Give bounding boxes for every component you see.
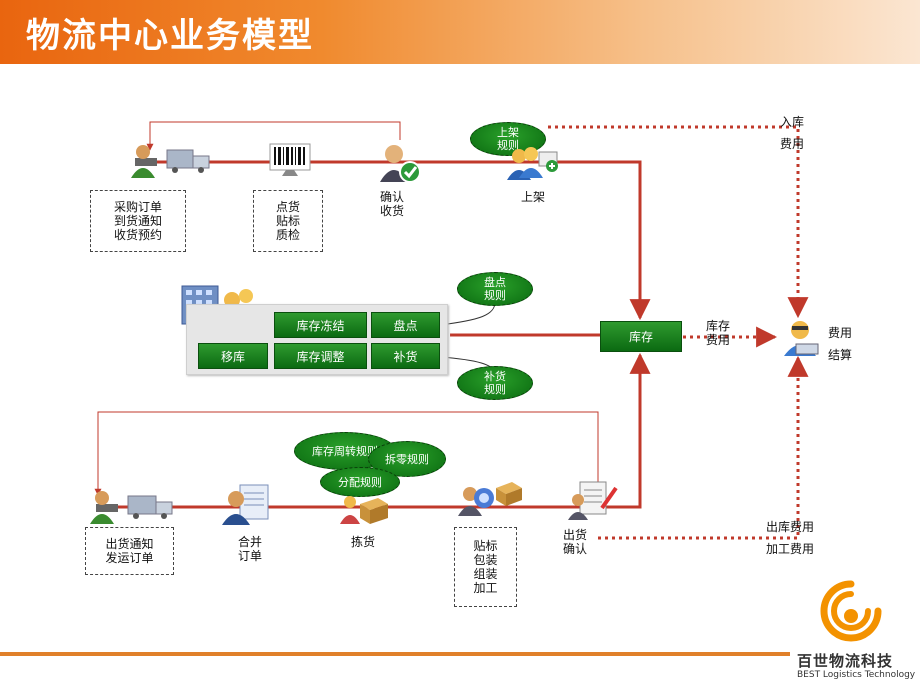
replenish-rule-ellipse: 补货 规则 [457, 366, 533, 400]
count-rule-ellipse: 盘点 规则 [457, 272, 533, 306]
confirm-receipt-line2: 收货 [379, 204, 404, 218]
merge-orders-icon [222, 483, 274, 525]
replenish-box: 补货 [371, 343, 440, 369]
inbound-fee-label: 入库 费用 [776, 111, 808, 155]
inbound-flow-line [150, 160, 651, 321]
merge-orders-line2: 订单 [237, 549, 262, 563]
stock-box: 库存 [600, 321, 682, 352]
inbound-doc-2: 到货通知 [113, 214, 162, 228]
outbound-return-line [94, 411, 599, 496]
inbound-doc-1: 采购订单 [113, 200, 162, 214]
replenish-rule-line1: 补货 [484, 370, 506, 383]
stock-fee-line2: 费用 [705, 333, 730, 347]
confirm-receipt-label: 确认 收货 [374, 190, 410, 218]
outbound-doc-2: 发运订单 [105, 551, 154, 565]
outbound-docs-box: 出货通知 发运订单 [85, 527, 174, 575]
inbound-doc-3: 收货预约 [113, 228, 162, 242]
logo-text-cn: 百世物流科技 [797, 652, 894, 670]
page-title: 物流中心业务模型 [26, 16, 314, 56]
packing-icon [456, 480, 524, 518]
count-rule-line1: 盘点 [484, 276, 506, 289]
receiver-person-icon [125, 140, 213, 180]
allocation-rule-ellipse: 分配规则 [320, 467, 400, 497]
outbound-fee-label: 出库费用 加工费用 [764, 516, 816, 560]
packing-step-2: 包装 [473, 553, 498, 567]
stock-fee-label: 库存 费用 [702, 319, 734, 347]
inbound-check-3: 质检 [275, 228, 300, 242]
settlement-person-icon [778, 316, 824, 358]
outbound-fee-line [598, 355, 809, 540]
replenish-rule-line2: 规则 [484, 383, 506, 396]
inventory-adjust-box: 库存调整 [274, 343, 367, 369]
stocktake-box: 盘点 [371, 312, 440, 338]
outbound-flow-line [100, 352, 651, 509]
inbound-fee-line2: 费用 [779, 137, 804, 151]
outbound-person-icon [86, 488, 178, 526]
inventory-freeze-box: 库存冻结 [274, 312, 367, 338]
relocation-box: 移库 [198, 343, 268, 369]
count-rule-line2: 规则 [484, 289, 506, 302]
outbound-fee-line1: 出库费用 [765, 520, 814, 534]
barcode-scanner-icon [264, 140, 316, 176]
ship-confirm-line1: 出货 [562, 528, 587, 542]
packing-box: 贴标 包装 组装 加工 [454, 527, 517, 607]
confirm-receipt-line1: 确认 [379, 190, 404, 204]
inbound-check-2: 贴标 [275, 214, 300, 228]
inbound-docs-box: 采购订单 到货通知 收货预约 [90, 190, 186, 252]
inbound-return-line [146, 121, 401, 151]
ship-confirm-line2: 确认 [562, 542, 587, 556]
packing-step-1: 贴标 [473, 539, 498, 553]
inbound-check-box: 点货 贴标 质检 [253, 190, 323, 252]
settlement-line1: 费用 [827, 326, 852, 340]
settlement-line2: 结算 [827, 348, 852, 362]
merge-orders-label: 合并 订单 [234, 535, 266, 563]
picking-icon [338, 490, 390, 526]
footer-divider [0, 652, 790, 656]
stock-fee-line1: 库存 [705, 319, 730, 333]
confirm-receipt-icon [376, 142, 422, 184]
outbound-doc-1: 出货通知 [105, 537, 154, 551]
ship-confirm-icon [566, 478, 620, 520]
putaway-rule-line1: 上架 [497, 126, 519, 139]
outbound-fee-line2: 加工费用 [765, 542, 814, 556]
ship-confirm-label: 出货 确认 [560, 528, 590, 556]
title-bar: 物流中心业务模型 [0, 0, 920, 64]
putaway-rule-line2: 规则 [497, 139, 519, 152]
logo-text-en: BEST Logistics Technology [797, 670, 916, 680]
inbound-check-1: 点货 [275, 200, 300, 214]
inbound-fee-line1: 入库 [779, 115, 804, 129]
packing-step-3: 组装 [473, 567, 498, 581]
putaway-label: 上架 [520, 190, 545, 204]
packing-step-4: 加工 [473, 581, 498, 595]
picking-label: 拣货 [350, 535, 375, 549]
settlement-label: 费用 结算 [826, 322, 854, 366]
best-logo-icon [818, 578, 884, 644]
putaway-team-icon [505, 144, 561, 182]
inbound-fee-line [548, 125, 809, 319]
merge-orders-line1: 合并 [237, 535, 262, 549]
